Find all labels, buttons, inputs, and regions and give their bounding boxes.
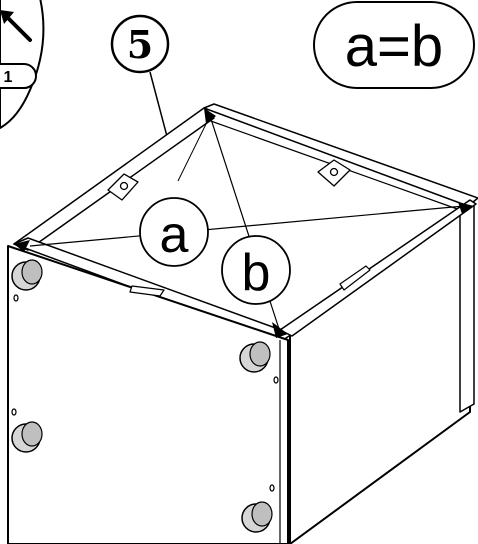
foot-bottom-left — [11, 421, 43, 453]
diagonal-a-line — [29, 205, 465, 247]
bracket-front — [129, 285, 165, 297]
bracket-side — [339, 265, 371, 291]
cabinet — [7, 103, 478, 544]
front-panel — [7, 245, 289, 544]
right-panel-edge — [459, 201, 475, 413]
previous-step-badge: 1 — [0, 0, 45, 130]
back-panel-edge — [203, 103, 478, 207]
label-b-text: b — [242, 244, 271, 302]
foot-bottom-right — [241, 501, 273, 533]
equation-text: a=b — [345, 14, 443, 79]
equation-badge: a=b — [313, 1, 475, 89]
foot-top-right — [239, 341, 271, 373]
step-number: 5 — [127, 22, 153, 67]
foot-top-left — [11, 259, 43, 291]
label-b: b — [221, 235, 291, 305]
previous-step-number: 1 — [4, 69, 13, 86]
bracket-left — [107, 173, 139, 201]
arrow-up-left-icon — [0, 10, 32, 42]
label-a-text: a — [160, 206, 189, 264]
label-a: a — [139, 197, 209, 267]
bracket-right — [317, 159, 351, 187]
